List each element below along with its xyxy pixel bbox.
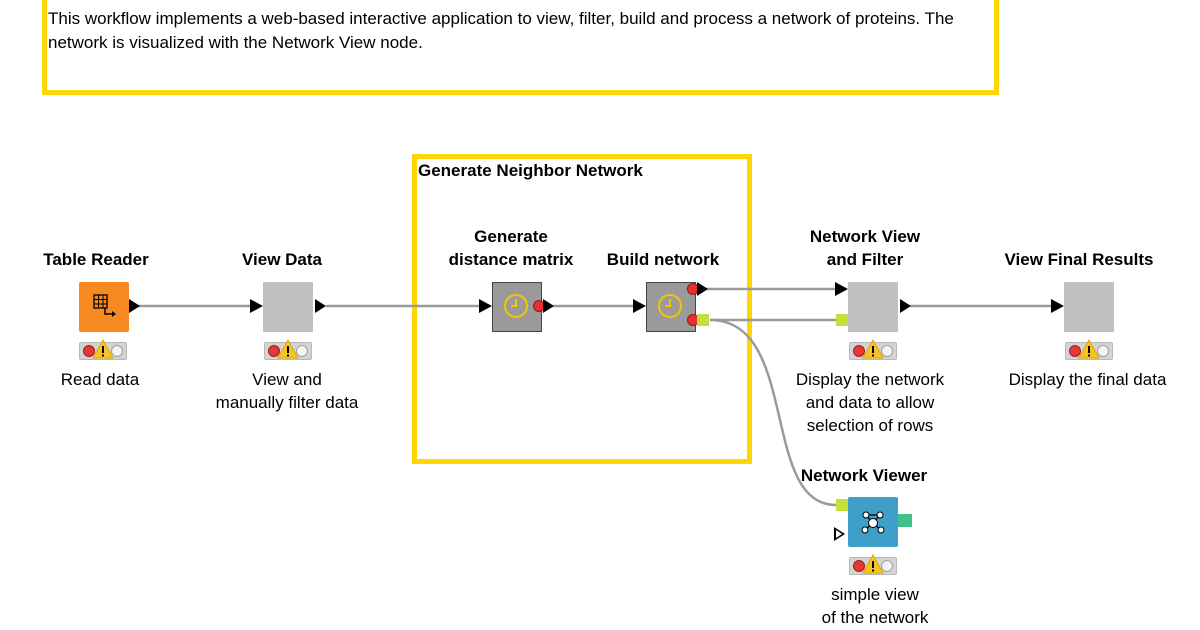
- view-data-node[interactable]: [263, 282, 313, 332]
- status-light-red: [853, 560, 865, 572]
- network-viewer-status: [849, 554, 897, 575]
- node-title-network-viewer: Network Viewer: [800, 466, 928, 485]
- network-viewer-output-port[interactable]: [898, 514, 912, 527]
- warning-icon: [1078, 339, 1100, 359]
- status-light-red: [268, 345, 280, 357]
- clock-icon: [504, 294, 528, 318]
- status-light-red: [83, 345, 95, 357]
- table-reader-node[interactable]: [79, 282, 129, 332]
- warning-icon: [862, 554, 884, 574]
- status-light-off: [296, 345, 308, 357]
- node-desc-network-viewer: simple view of the network: [821, 585, 929, 627]
- node-desc-table-reader: Read data: [60, 370, 140, 389]
- node-desc-network-view-filter: Display the network and data to allow se…: [795, 370, 945, 435]
- network-viewer-input-port-2[interactable]: [834, 527, 845, 541]
- status-light-red: [1069, 345, 1081, 357]
- network-view-filter-node[interactable]: [848, 282, 898, 332]
- view-final-results-node[interactable]: [1064, 282, 1114, 332]
- connection-arrowhead: [835, 282, 848, 296]
- network-viewer-input-port[interactable]: [836, 499, 848, 511]
- view-data-output-port[interactable]: [315, 299, 326, 313]
- connection-arrowhead: [250, 299, 263, 313]
- node-title-table-reader: Table Reader: [43, 250, 149, 269]
- status-light-off: [881, 560, 893, 572]
- table-reader-output-port[interactable]: [129, 299, 140, 313]
- network-view-filter-output-port[interactable]: [900, 299, 911, 313]
- warning-icon: [277, 339, 299, 359]
- connection-buildnetwork-networkviewer[interactable]: [709, 318, 837, 507]
- warning-icon: [862, 339, 884, 359]
- node-title-view-final-results: View Final Results: [1004, 250, 1154, 269]
- metanode-group-label: Generate Neighbor Network: [418, 161, 643, 180]
- node-title-generate-distance-matrix: Generate distance matrix: [448, 227, 574, 269]
- connection-arrowhead: [633, 299, 646, 313]
- node-desc-view-data: View and manually filter data: [215, 370, 359, 412]
- node-title-network-view-filter: Network View and Filter: [809, 227, 921, 269]
- clock-icon: [658, 294, 682, 318]
- view-data-status: [264, 339, 312, 360]
- node-desc-view-final-results: Display the final data: [1008, 370, 1167, 389]
- network-view-filter-status: [849, 339, 897, 360]
- status-light-off: [111, 345, 123, 357]
- network-view-filter-input-port[interactable]: [836, 314, 848, 326]
- view-final-results-status: [1065, 339, 1113, 360]
- table-reader-icon: [93, 294, 116, 317]
- connection-arrowhead: [479, 299, 492, 313]
- node-title-view-data: View Data: [241, 250, 322, 269]
- status-light-off: [1097, 345, 1109, 357]
- workflow-annotation-text: This workflow implements a web-based int…: [48, 9, 954, 52]
- build-network-output-arrow-1: [697, 282, 708, 296]
- node-title-build-network: Build network: [606, 250, 720, 269]
- warning-icon: [92, 339, 114, 359]
- network-viewer-icon: [861, 511, 885, 534]
- table-reader-status: [79, 339, 127, 360]
- connection-arrowhead: [1051, 299, 1064, 313]
- status-light-red: [853, 345, 865, 357]
- status-light-off: [881, 345, 893, 357]
- build-network-output-port-3[interactable]: [697, 314, 709, 326]
- generate-distance-matrix-output-arrow: [543, 299, 554, 313]
- workflow-annotation[interactable]: [42, 0, 999, 95]
- network-viewer-node[interactable]: [848, 497, 898, 547]
- metanode-group-annotation[interactable]: [412, 154, 752, 464]
